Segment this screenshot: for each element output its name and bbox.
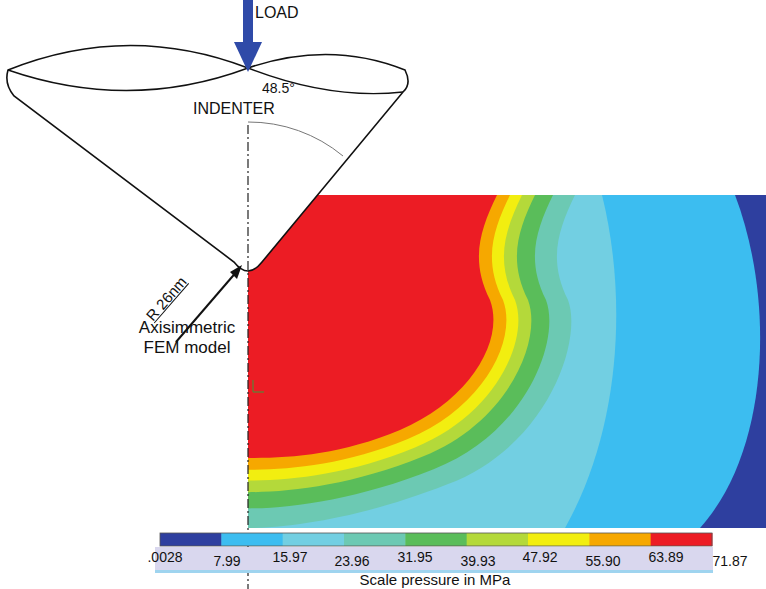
scale-value: 31.95 — [397, 549, 432, 565]
scale-value: 39.93 — [460, 553, 495, 569]
scale-value: 7.99 — [213, 553, 240, 569]
scale-value: 55.90 — [585, 553, 620, 569]
axis-triad — [253, 392, 264, 393]
scale-value: .0028 — [147, 549, 182, 565]
contour-band — [248, 195, 766, 528]
indenter-head — [8, 68, 403, 94]
scale-caption: Scale pressure in MPa — [360, 571, 511, 588]
contour-band — [248, 195, 510, 470]
model-label: Axisimmetric FEM model — [132, 318, 242, 357]
scale-band — [155, 547, 713, 570]
indenter-label: INDENTER — [193, 100, 275, 118]
contour-band — [248, 195, 575, 528]
angle-arc — [248, 122, 343, 156]
load-label: LOAD — [255, 4, 299, 22]
contour-band — [248, 195, 522, 481]
symmetry-axis — [247, 125, 248, 589]
color-bar-segment — [160, 533, 222, 546]
color-bar-segment — [467, 533, 529, 546]
contour-band — [248, 195, 553, 508]
scale-value: 15.97 — [272, 549, 307, 565]
color-bar-segment — [283, 533, 345, 546]
color-bar — [160, 533, 713, 546]
contour-band — [248, 195, 535, 492]
axis-triad — [253, 380, 254, 392]
load-arrowhead — [234, 42, 262, 72]
color-bar-segment — [344, 533, 406, 546]
color-bar-segment — [651, 533, 713, 546]
scale-value: 23.96 — [334, 553, 369, 569]
color-bar-frame — [160, 533, 712, 546]
contour-band — [248, 195, 760, 528]
radius-arrowhead — [230, 265, 242, 279]
indenter-outline — [7, 45, 408, 271]
color-bar-segment — [528, 533, 590, 546]
angle-label: 48.5° — [262, 80, 295, 96]
scale-value: 47.92 — [522, 549, 557, 565]
load-arrow — [243, 0, 253, 44]
pressure-contours — [248, 195, 766, 528]
color-bar-segment — [405, 533, 467, 546]
scale-value: 63.89 — [648, 549, 683, 565]
color-bar-segment — [589, 533, 651, 546]
radius-label: R 26nm — [143, 273, 190, 324]
contour-band — [248, 195, 616, 528]
color-bar-segment — [221, 533, 283, 546]
scale-value: 71.87 — [712, 553, 747, 569]
